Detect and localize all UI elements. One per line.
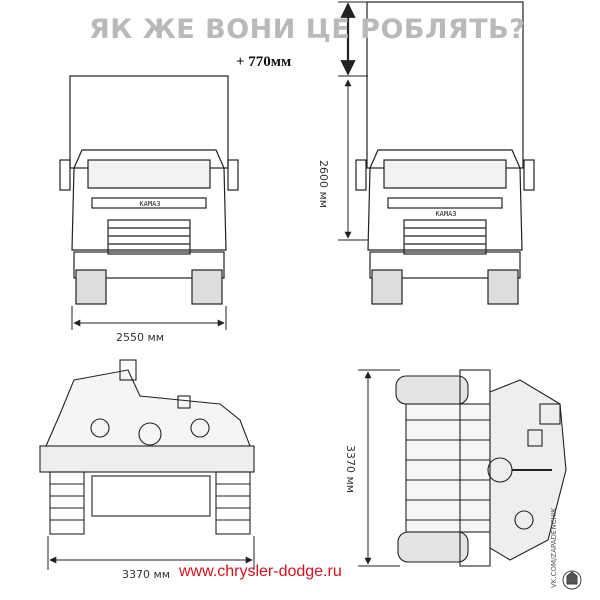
truck-right-mirror-r — [523, 159, 535, 191]
tank-top-hatch-a — [539, 403, 561, 425]
tank-top-hull — [405, 403, 493, 533]
tank-top-track-lower — [397, 531, 469, 563]
tank-top-hatch-b — [527, 429, 543, 447]
truck-right-grille-top — [387, 197, 503, 209]
tank-top-sight — [514, 510, 534, 530]
truck-left-wheel-r — [191, 269, 223, 305]
tank-front-hull — [39, 445, 255, 473]
tank-front-lower-hull — [91, 475, 211, 517]
truck-right-brand: КАМАЗ — [435, 210, 456, 218]
truck-left-mirror-l — [59, 159, 71, 191]
truck-right-mirror-l — [355, 159, 367, 191]
truck-left-grille-top — [91, 197, 207, 209]
headline: ЯК ЖЕ ВОНИ ЦЕ РОБЛЯТЬ? — [89, 14, 526, 45]
tank-length-dimension — [358, 369, 400, 567]
tank-front-sight — [119, 359, 137, 381]
watermark-text: VK.COM/ZAPADENCHIK — [550, 507, 558, 588]
tank-front-hatch — [177, 395, 191, 409]
extra-height-label: + 770мм — [236, 54, 292, 70]
truck-left-cab — [71, 149, 227, 251]
tank-top — [395, 369, 567, 567]
tank-front — [39, 359, 255, 535]
truck-height-label: 2600 мм — [317, 160, 330, 209]
truck-right-wheel-r — [487, 269, 519, 305]
tank-front-track-l — [49, 471, 85, 535]
truck-left-tarp — [69, 75, 229, 169]
truck-right-bumper — [369, 251, 521, 279]
tank-front-light-l — [90, 418, 110, 438]
truck-left-grille — [107, 219, 191, 255]
truck-right-wheel-l — [371, 269, 403, 305]
truck-width-label: 2550 мм — [116, 331, 165, 344]
truck-left-bumper — [73, 251, 225, 279]
tank-front-light-r — [190, 418, 210, 438]
tank-front-gun — [138, 422, 162, 446]
truck-left-brand: КАМАЗ — [139, 200, 160, 208]
truck-left-mirror-r — [227, 159, 239, 191]
truck-width-dimension — [71, 306, 227, 330]
truck-height-dimension — [338, 1, 368, 241]
truck-right-grille — [403, 219, 487, 255]
source-url[interactable]: www.chrysler-dodge.ru — [179, 563, 342, 580]
truck-left — [59, 75, 239, 305]
tank-width-dimension — [47, 536, 255, 570]
truck-right — [355, 1, 535, 305]
tank-top-track-upper — [395, 375, 469, 405]
watermark-logo — [562, 570, 582, 590]
tank-length-label: 3370 мм — [344, 445, 357, 494]
truck-left-windshield — [87, 159, 211, 189]
tank-front-track-r — [215, 471, 251, 535]
truck-left-wheel-l — [75, 269, 107, 305]
tank-front-turret — [45, 369, 251, 447]
truck-right-windshield — [383, 159, 507, 189]
tank-width-label: 3370 мм — [122, 568, 171, 581]
truck-right-cab — [367, 149, 523, 251]
